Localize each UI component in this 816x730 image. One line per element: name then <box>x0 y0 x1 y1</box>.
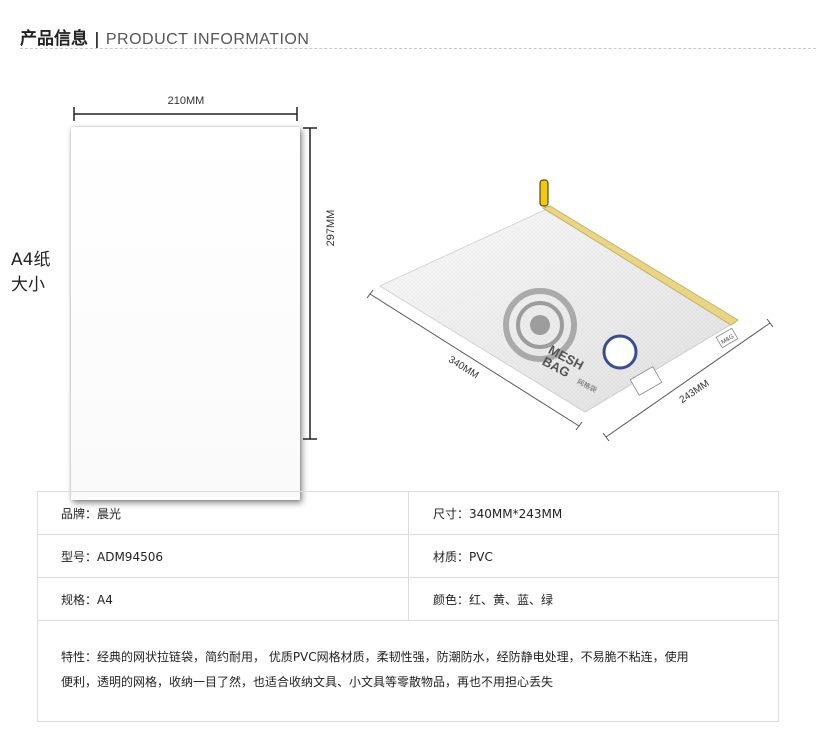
zipper-pull <box>539 179 549 207</box>
paper-width-dimension: 210MM <box>73 95 298 121</box>
a4-size-label: A4纸 大小 <box>11 248 50 298</box>
paper-height-dimension: 297MM <box>303 127 337 440</box>
a4-label-line2: 大小 <box>11 275 45 295</box>
spec-material: 材质：PVC <box>408 534 779 578</box>
spec-brand: 品牌：晨光 <box>37 491 409 535</box>
product-illustration: A4纸 大小 210MM 297MM <box>0 60 816 500</box>
features-line1: 特性：经典的网状拉链袋，简约耐用， 优质PVC网格材质，柔韧性强，防潮防水，经防… <box>61 650 689 664</box>
spec-table: 品牌：晨光 尺寸：340MM*243MM 型号：ADM94506 材质：PVC … <box>37 491 779 722</box>
dimension-drawing: 210MM 297MM <box>73 95 774 442</box>
mesh-bag: MESH BAG 网格袋 M&G <box>378 179 739 413</box>
bag-width-label: 243MM <box>678 378 712 406</box>
spec-size: 尺寸：340MM*243MM <box>408 491 779 535</box>
spec-model: 型号：ADM94506 <box>37 534 409 578</box>
section-title-en: PRODUCT INFORMATION <box>105 31 310 48</box>
section-title-cn: 产品信息 <box>20 29 88 49</box>
table-row: 规格：A4 颜色：红、黄、蓝、绿 <box>37 577 779 621</box>
paper-height-label: 297MM <box>325 210 337 247</box>
bag-sticker <box>602 334 638 370</box>
title-separator: | <box>94 29 100 48</box>
paper-width-label: 210MM <box>168 95 205 107</box>
table-row: 品牌：晨光 尺寸：340MM*243MM <box>37 491 779 535</box>
section-header: 产品信息 | PRODUCT INFORMATION <box>20 24 816 49</box>
bag-length-label: 340MM <box>446 354 480 381</box>
table-row: 型号：ADM94506 材质：PVC <box>37 534 779 578</box>
spec-color: 颜色：红、黄、蓝、绿 <box>408 577 779 621</box>
table-row: 特性：经典的网状拉链袋，简约耐用， 优质PVC网格材质，柔韧性强，防潮防水，经防… <box>37 620 779 722</box>
spec-features: 特性：经典的网状拉链袋，简约耐用， 优质PVC网格材质，柔韧性强，防潮防水，经防… <box>37 620 779 722</box>
a4-paper <box>71 127 300 500</box>
features-line2: 便利，透明的网格，收纳一目了然，也适合收纳文具、小文具等零散物品，再也不用担心丢… <box>61 675 554 689</box>
header-divider <box>20 48 816 49</box>
a4-label-line1: A4纸 <box>11 250 51 270</box>
spec-spec: 规格：A4 <box>37 577 409 621</box>
